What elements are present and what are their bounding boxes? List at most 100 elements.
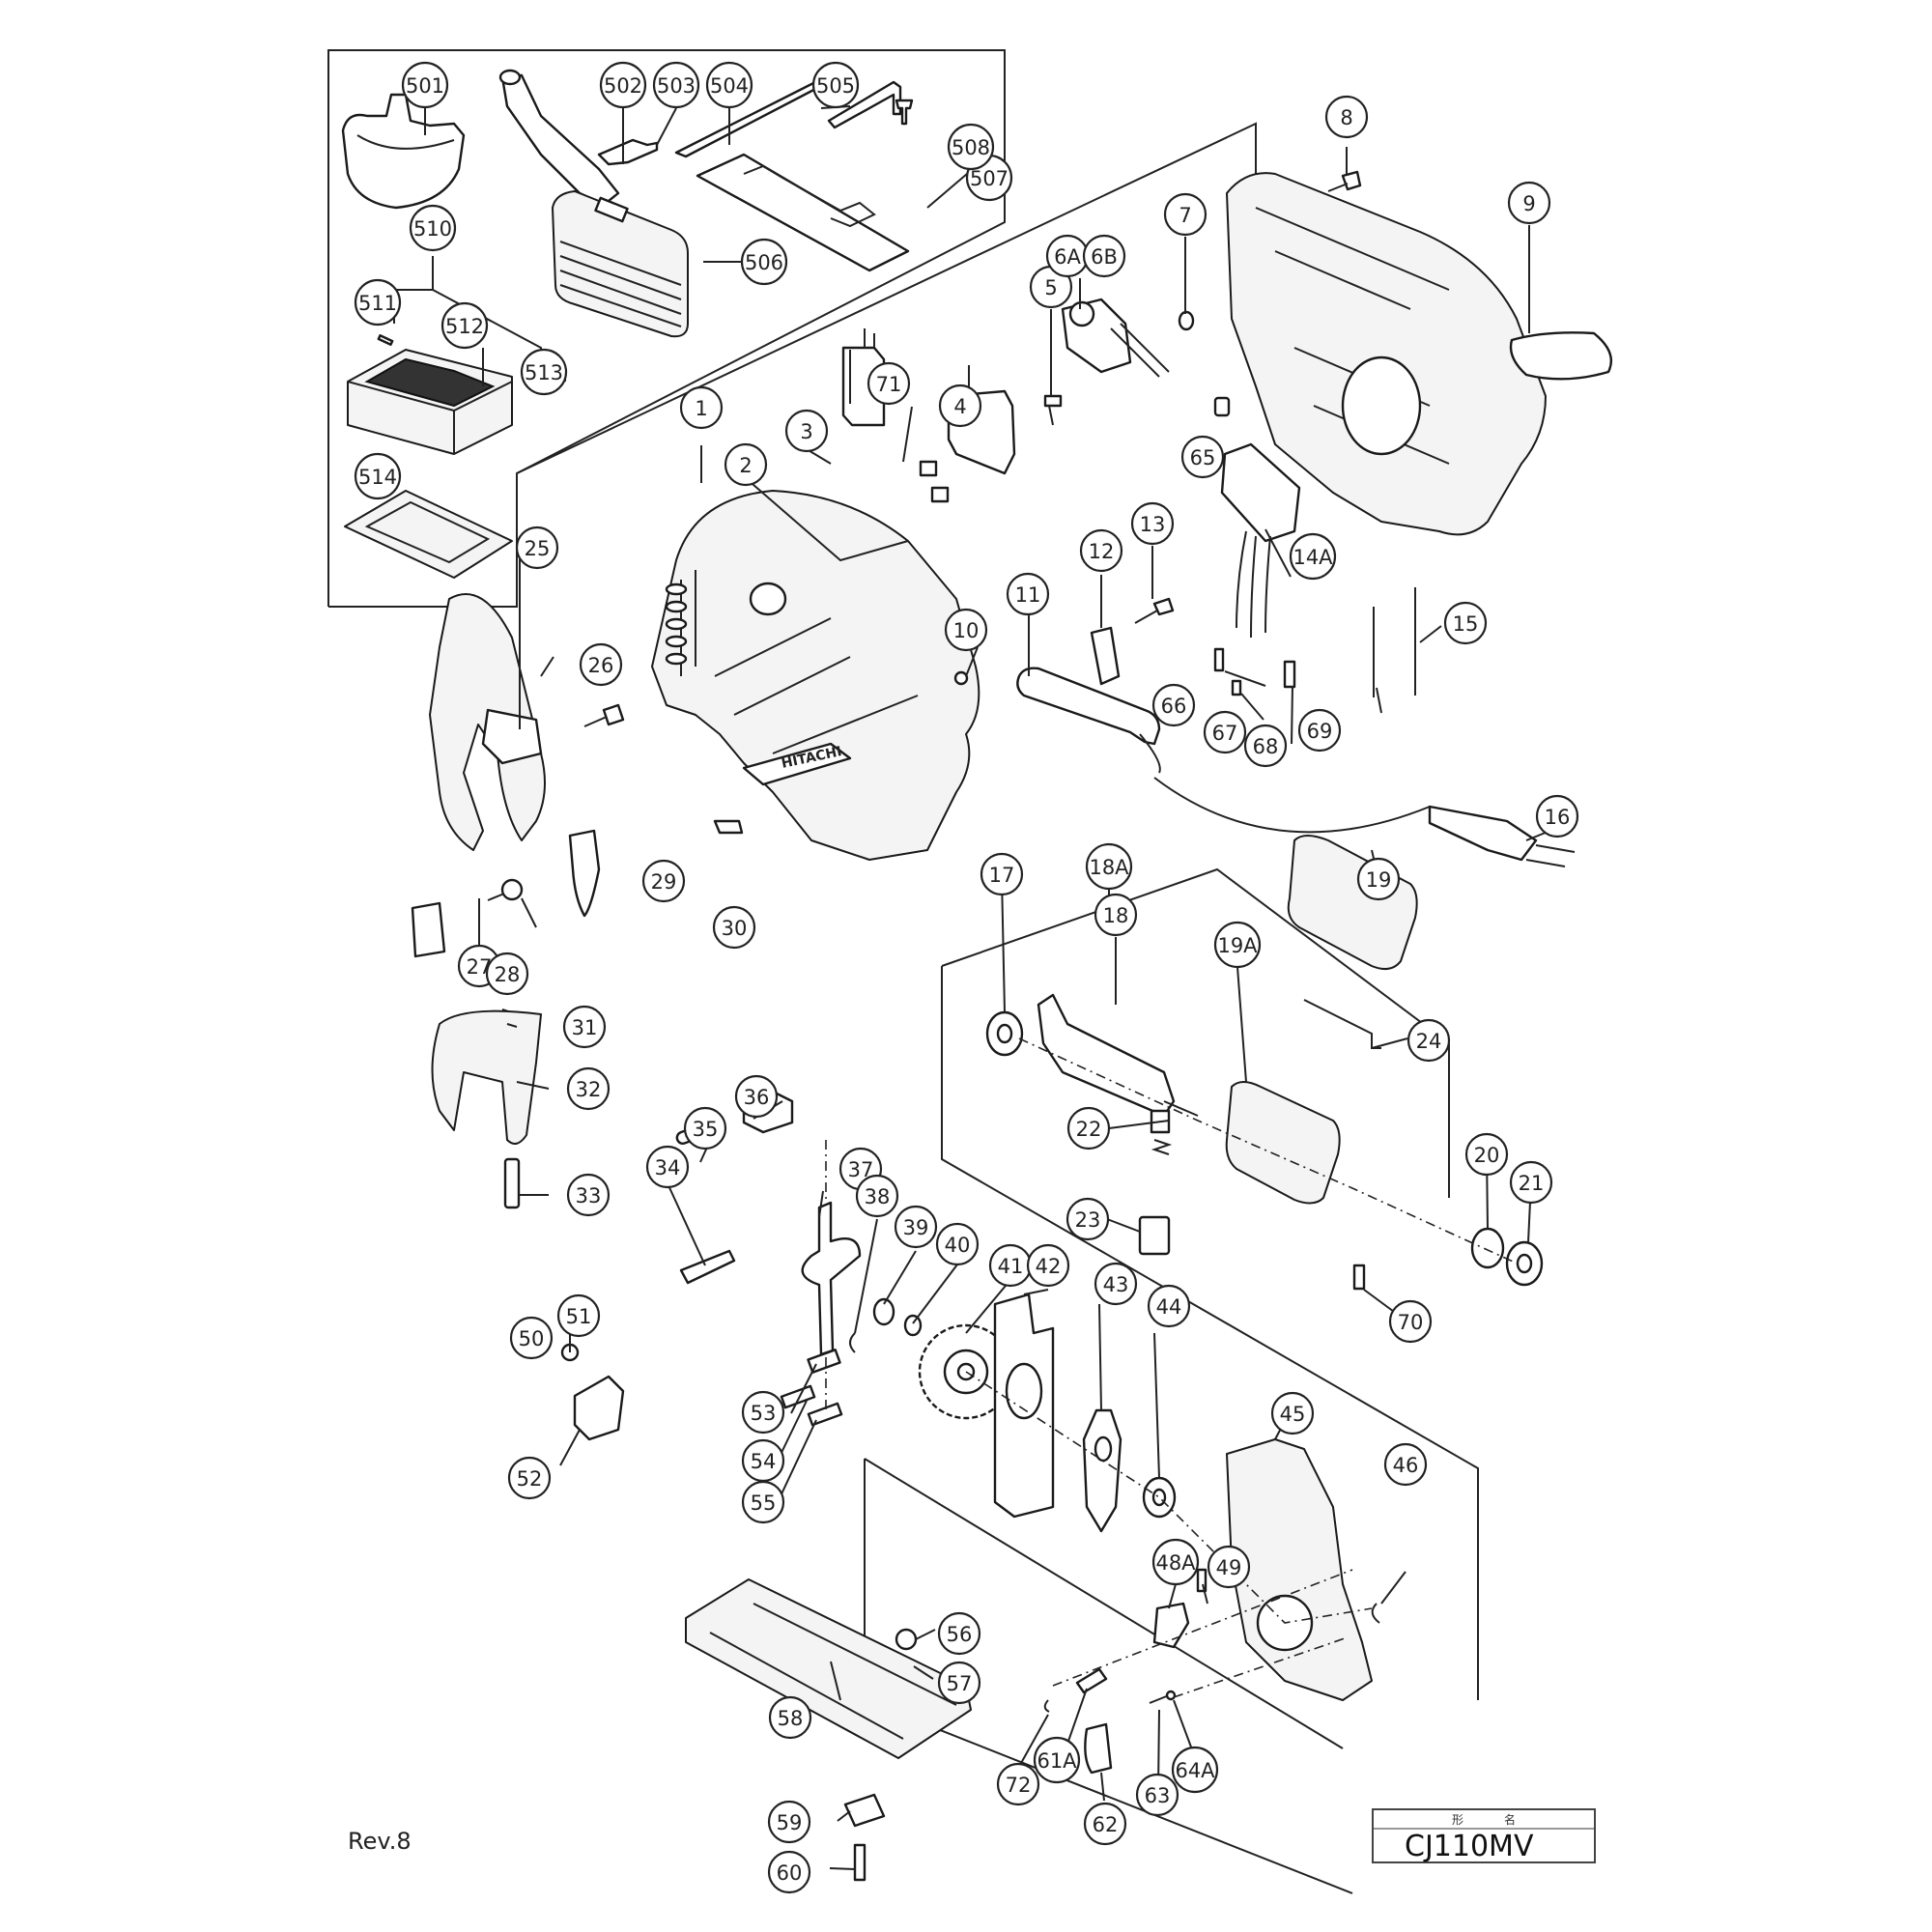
callout-circle — [566, 1173, 611, 1217]
callout-circle — [734, 1074, 779, 1119]
part-7-o-ring — [1178, 310, 1195, 331]
callout-number: 32 — [576, 1078, 602, 1101]
part-65-damper — [1213, 396, 1231, 417]
callout-number: 512 — [445, 315, 484, 338]
callout-46: 46 — [1383, 1442, 1428, 1487]
callout-67: 67 — [1203, 710, 1247, 754]
callout-circle — [767, 1800, 811, 1844]
callout-6a: 6A — [1045, 234, 1090, 278]
callout-number: 508 — [952, 136, 990, 159]
callout-circle — [1388, 1299, 1433, 1344]
callout-number: 502 — [604, 74, 642, 98]
callout-41: 41 — [988, 1243, 1033, 1288]
callout-number: 59 — [777, 1811, 803, 1834]
part-3-switch — [841, 328, 886, 427]
part-507-base-cover — [696, 153, 910, 272]
callout-number: 20 — [1474, 1144, 1500, 1167]
callout-number: 60 — [777, 1861, 803, 1885]
callout-55: 55 — [741, 1480, 785, 1524]
part-27-hook — [411, 901, 446, 958]
callout-circle — [1065, 1197, 1110, 1241]
callout-66: 66 — [1151, 683, 1196, 727]
callout-24: 24 — [1406, 1018, 1451, 1063]
callout-number: 505 — [816, 74, 855, 98]
callout-51: 51 — [556, 1293, 601, 1338]
callout-number: 10 — [953, 619, 980, 642]
callout-number: 70 — [1398, 1311, 1424, 1334]
part-66-67-68-connectors — [1213, 647, 1296, 696]
callout-number: 45 — [1280, 1403, 1306, 1426]
part-70-connector — [1352, 1264, 1366, 1291]
part-38-ring — [849, 1332, 856, 1353]
callout-number: 67 — [1212, 722, 1238, 745]
callout-number: 69 — [1307, 720, 1333, 743]
callout-number: 7 — [1179, 204, 1191, 227]
callout-number: 23 — [1075, 1208, 1101, 1232]
callout-circle — [1094, 893, 1138, 937]
part-24-terminal — [1303, 999, 1381, 1049]
part-52-blade-holder — [573, 1375, 625, 1441]
part-12-cord-clip — [1090, 626, 1121, 686]
callout-40: 40 — [935, 1222, 980, 1266]
callout-39: 39 — [894, 1205, 938, 1249]
callout-510: 510 — [409, 204, 457, 252]
callout-53: 53 — [741, 1390, 785, 1435]
callout-49: 49 — [1207, 1545, 1251, 1589]
callout-number: 3 — [800, 420, 812, 443]
callout-circle — [645, 1145, 690, 1189]
callout-number: 15 — [1453, 612, 1479, 636]
callout-number: 504 — [710, 74, 749, 98]
part-16-cord-plug — [1153, 777, 1576, 867]
callout-circle — [705, 61, 753, 109]
callout-number: 40 — [945, 1234, 971, 1257]
callout-22: 22 — [1066, 1106, 1111, 1151]
accessory-box-frame — [327, 49, 1006, 608]
callout-number: 31 — [572, 1016, 598, 1039]
callout-circle — [1203, 710, 1247, 754]
callout-33: 33 — [566, 1173, 611, 1217]
part-1-housing-a — [651, 490, 980, 861]
callout-circle — [937, 1611, 981, 1656]
callout-number: 50 — [519, 1327, 545, 1350]
callout-number: 55 — [751, 1492, 777, 1515]
callout-circle — [579, 642, 623, 687]
callout-circle — [507, 1456, 552, 1500]
part-37-plunger — [801, 1201, 862, 1356]
callout-19: 19 — [1356, 857, 1401, 901]
part-10-11-cord-armor — [953, 667, 1161, 774]
part-17-bearing — [985, 1010, 1024, 1057]
callout-45: 45 — [1270, 1391, 1315, 1435]
callout-44: 44 — [1147, 1284, 1191, 1328]
callout-number: 501 — [406, 74, 444, 98]
part-39-40-bearings — [872, 1297, 923, 1337]
part-34-lever — [679, 1249, 736, 1285]
callout-number: 1 — [695, 397, 707, 420]
callout-number: 34 — [655, 1156, 681, 1179]
callout-42: 42 — [1026, 1243, 1070, 1288]
part-22-23-brush — [1138, 1109, 1173, 1256]
part-505-hex-wrench — [827, 80, 902, 129]
callout-number: 503 — [657, 74, 696, 98]
callout-number: 18A — [1089, 856, 1129, 879]
callout-number: 57 — [947, 1672, 973, 1695]
callout-38: 38 — [855, 1174, 899, 1218]
title-header-right: 名 — [1503, 1812, 1516, 1827]
part-506-carrying-case — [552, 190, 689, 338]
part-13-screw — [1134, 597, 1175, 624]
part-19A-field — [1225, 1081, 1341, 1205]
part-59-clip — [843, 1793, 886, 1828]
callout-circle — [996, 1762, 1040, 1806]
part-6A-speed-dial — [1061, 298, 1170, 378]
callout-28: 28 — [485, 952, 529, 996]
callout-number: 510 — [413, 217, 452, 241]
callout-number: 19 — [1366, 868, 1392, 892]
callout-number: 39 — [903, 1216, 929, 1239]
part-503-splinter-guard — [597, 138, 659, 166]
part-25-handle-cover — [429, 593, 546, 851]
callout-number: 24 — [1416, 1030, 1442, 1053]
callout-number: 71 — [876, 373, 902, 396]
callout-502: 502 — [599, 61, 647, 109]
callout-number: 72 — [1006, 1774, 1032, 1797]
part-508-screw — [895, 99, 914, 126]
part-71-terminal — [919, 460, 950, 503]
